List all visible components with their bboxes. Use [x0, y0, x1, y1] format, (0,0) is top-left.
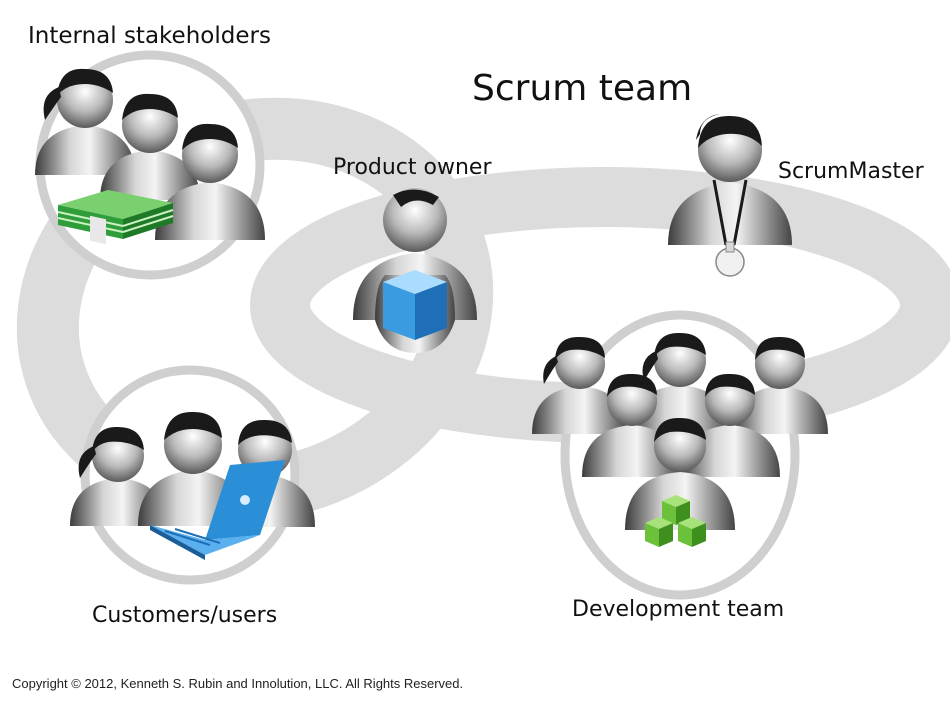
- green-blocks-icon: [645, 495, 706, 547]
- development-team-group: [532, 332, 828, 547]
- person-figure: [532, 336, 628, 434]
- person-figure: [100, 93, 200, 200]
- internal-stakeholders-group: [35, 68, 265, 245]
- whistle-icon: [715, 241, 745, 277]
- scrummaster-label: ScrumMaster: [778, 159, 925, 184]
- development-team-label: Development team: [572, 597, 784, 622]
- laptop-icon: [150, 460, 285, 560]
- customers-users-label: Customers/users: [92, 603, 277, 628]
- person-figure: [732, 336, 828, 434]
- product-owner-figure: [353, 188, 477, 353]
- scrummaster-figure: [668, 114, 792, 277]
- money-stack-icon: [57, 190, 174, 245]
- copyright-notice: Copyright © 2012, Kenneth S. Rubin and I…: [12, 676, 464, 691]
- person-figure: [155, 123, 265, 240]
- product-cube-icon: [383, 270, 447, 340]
- customers-users-group: [70, 411, 315, 560]
- scrum-team-title: Scrum team: [472, 68, 692, 109]
- internal-stakeholders-label: Internal stakeholders: [28, 23, 271, 49]
- person-figure: [35, 68, 135, 175]
- product-owner-label: Product owner: [333, 155, 492, 180]
